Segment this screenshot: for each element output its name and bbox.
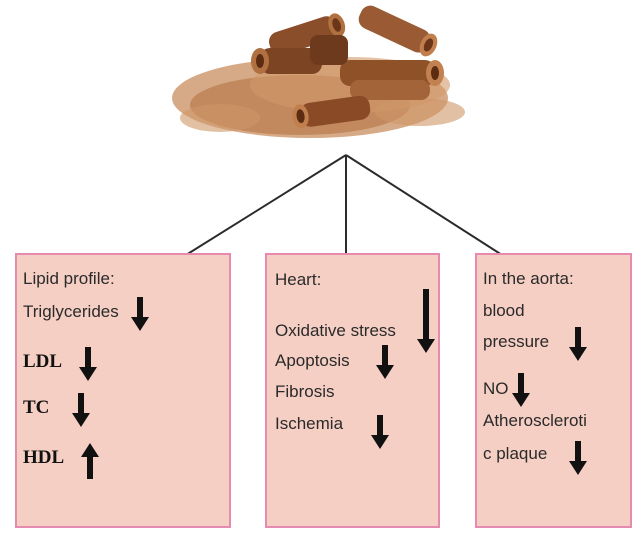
hdl-label: HDL [23,448,64,467]
down-arrow-icon [371,415,389,449]
atheroscleroti-label: Atheroscleroti [483,412,587,429]
heart-box: Heart: Oxidative stress Apoptosis Fibros… [265,253,440,528]
aorta-box: In the aorta: blood pressure NO Atherosc… [475,253,632,528]
blood-label: blood [483,302,525,319]
pressure-label: pressure [483,333,549,350]
down-arrow-icon [417,289,435,353]
no-label: NO [483,380,509,397]
connector-to-lipid-box [186,155,346,255]
triglycerides-label: Triglycerides [23,303,119,320]
down-arrow-icon [72,393,90,427]
down-arrow-icon [376,345,394,379]
aorta-title: In the aorta: [483,270,574,287]
down-arrow-icon [569,327,587,361]
down-arrow-icon [131,297,149,331]
ischemia-label: Ischemia [275,415,343,432]
down-arrow-icon [569,441,587,475]
fibrosis-label: Fibrosis [275,383,335,400]
lipid-profile-title: Lipid profile: [23,270,115,287]
heart-title: Heart: [275,271,321,288]
ldl-label: LDL [23,352,62,371]
down-arrow-icon [512,373,530,407]
cinnamon-image [160,0,480,160]
tc-label: TC [23,398,49,417]
apoptosis-label: Apoptosis [275,352,350,369]
up-arrow-icon [81,443,99,479]
oxidative-stress-label: Oxidative stress [275,322,396,339]
c-plaque-label: c plaque [483,445,547,462]
lipid-profile-box: Lipid profile: Triglycerides LDL TC HDL [15,253,231,528]
connector-to-aorta-box [346,155,502,255]
down-arrow-icon [79,347,97,381]
